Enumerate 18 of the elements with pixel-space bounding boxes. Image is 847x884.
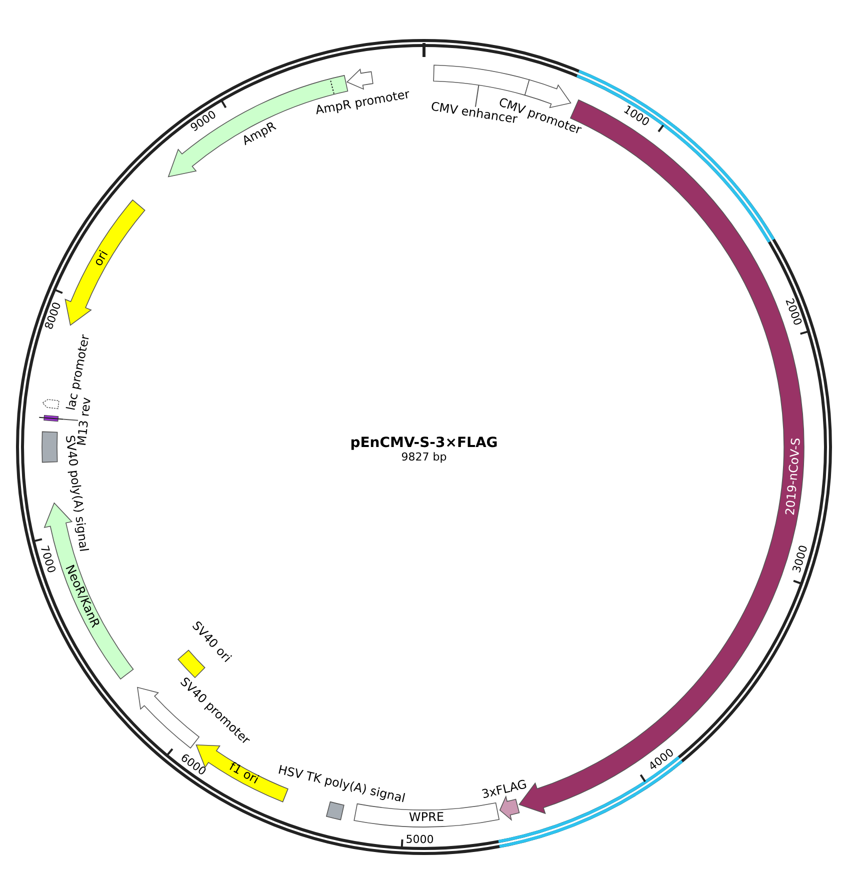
primer-marker bbox=[38, 414, 64, 422]
feature-label: HSV TK poly(A) signal bbox=[276, 763, 406, 806]
plasmid-name: pEnCMV-S-3×FLAG bbox=[350, 434, 498, 452]
leader-line bbox=[62, 418, 79, 421]
tick-label: 3000 bbox=[790, 544, 811, 574]
feature-label: WPRE bbox=[408, 810, 444, 825]
feature-label: AmpR promoter bbox=[314, 88, 411, 118]
tick-label: 7000 bbox=[38, 544, 58, 575]
feature-label: 2019-nCoV-S bbox=[784, 437, 804, 516]
feature-label: f1 ori bbox=[226, 760, 261, 788]
plasmid-size: 9827 bp bbox=[401, 452, 447, 464]
feature-label: ori bbox=[92, 248, 112, 269]
feature-label: 3xFLAG bbox=[480, 778, 528, 802]
leader-line bbox=[474, 84, 480, 108]
feature-box bbox=[433, 64, 530, 96]
tick-label: 8000 bbox=[42, 300, 64, 332]
tick-label: 2000 bbox=[782, 296, 804, 328]
tick-label: 5000 bbox=[406, 833, 434, 846]
